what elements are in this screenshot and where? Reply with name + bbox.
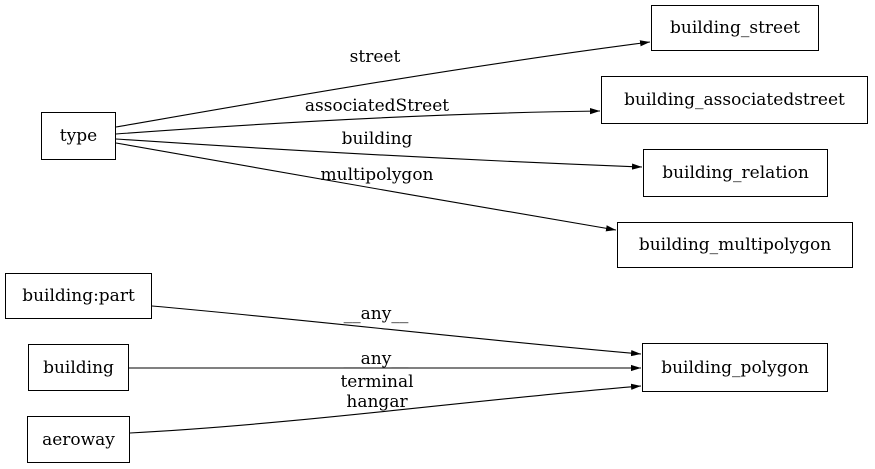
edge-label-multipolygon: multipolygon [320, 165, 434, 185]
node-aeroway: aeroway [27, 416, 130, 463]
node-building-part: building:part [5, 273, 152, 319]
node-building: building [28, 344, 129, 391]
edge-label-street: street [349, 47, 401, 67]
node-building-street: building_street [651, 5, 819, 51]
edge-type-building-multipolygon [115, 142, 617, 232]
node-building-polygon: building_polygon [642, 343, 828, 392]
edge-label-any-building-part: __any__ [343, 304, 409, 324]
edge-label-associatedstreet: associatedStreet [304, 96, 450, 116]
edge-type-building-associatedstreet [115, 108, 601, 135]
node-building-multipolygon: building_multipolygon [617, 222, 853, 268]
node-building-associatedstreet: building_associatedstreet [601, 76, 868, 124]
edge-building-part-building-polygon [151, 305, 642, 357]
edge-type-building-street [115, 40, 651, 128]
edge-label-terminal-hangar: terminal hangar [340, 372, 414, 412]
node-type: type [41, 112, 116, 160]
edge-type-building-relation [115, 138, 643, 170]
node-building-relation: building_relation [643, 149, 828, 197]
edge-label-any-building: __any__ [343, 349, 409, 369]
edge-label-building: building [341, 129, 413, 149]
edge-aeroway-building-polygon [129, 383, 642, 434]
